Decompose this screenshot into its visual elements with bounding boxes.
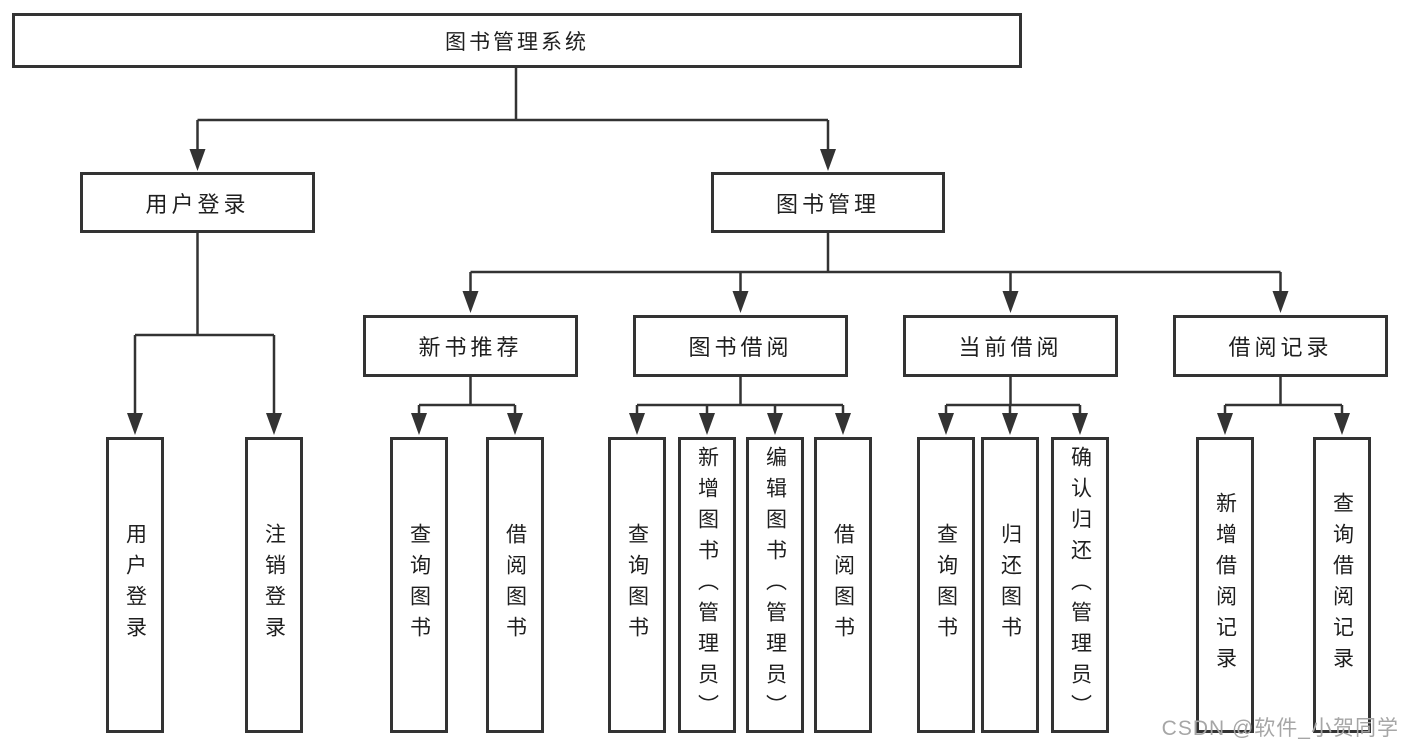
tree-edges: [133, 68, 1344, 415]
leaf-label: 借阅图书: [503, 523, 527, 647]
leaf-logout: 注销登录: [245, 437, 303, 733]
leaf-label: 编辑图书（管理员）: [763, 445, 787, 725]
node-book-management: 图书管理: [711, 172, 945, 233]
leaf-newbook-borrow-books: 借阅图书: [486, 437, 544, 733]
leaf-borrow-borrow-books: 借阅图书: [814, 437, 872, 733]
leaf-borrow-add-books-admin: 新增图书（管理员）: [678, 437, 736, 733]
leaf-label: 查询借阅记录: [1330, 492, 1354, 678]
leaf-label: 注销登录: [262, 523, 286, 647]
node-current-borrowing: 当前借阅: [903, 315, 1118, 377]
leaf-current-return-books: 归还图书: [981, 437, 1039, 733]
node-borrow-records: 借阅记录: [1173, 315, 1388, 377]
node-book-borrowing: 图书借阅: [633, 315, 848, 377]
leaf-label: 用户登录: [123, 523, 147, 647]
leaf-user-login: 用户登录: [106, 437, 164, 733]
leaf-borrow-query-books: 查询图书: [608, 437, 666, 733]
node-user-login: 用户登录: [80, 172, 315, 233]
leaf-label: 确认归还（管理员）: [1068, 445, 1092, 725]
leaf-borrow-edit-books-admin: 编辑图书（管理员）: [746, 437, 804, 733]
leaf-current-query-books: 查询图书: [917, 437, 975, 733]
leaf-current-confirm-return-admin: 确认归还（管理员）: [1051, 437, 1109, 733]
leaf-records-add-borrow-record: 新增借阅记录: [1196, 437, 1254, 733]
leaf-label: 查询图书: [407, 523, 431, 647]
node-new-book-recommend: 新书推荐: [363, 315, 578, 377]
node-root-system: 图书管理系统: [12, 13, 1022, 68]
leaf-label: 新增借阅记录: [1213, 492, 1237, 678]
leaf-label: 借阅图书: [831, 523, 855, 647]
leaf-records-query-borrow-record: 查询借阅记录: [1313, 437, 1371, 733]
leaf-label: 查询图书: [934, 523, 958, 647]
leaf-label: 查询图书: [625, 523, 649, 647]
leaf-label: 新增图书（管理员）: [695, 445, 719, 725]
leaf-label: 归还图书: [998, 523, 1022, 647]
csdn-watermark: CSDN @软件_小贺同学: [1161, 717, 1399, 740]
leaf-newbook-query-books: 查询图书: [390, 437, 448, 733]
arrowheads: [127, 149, 1350, 435]
